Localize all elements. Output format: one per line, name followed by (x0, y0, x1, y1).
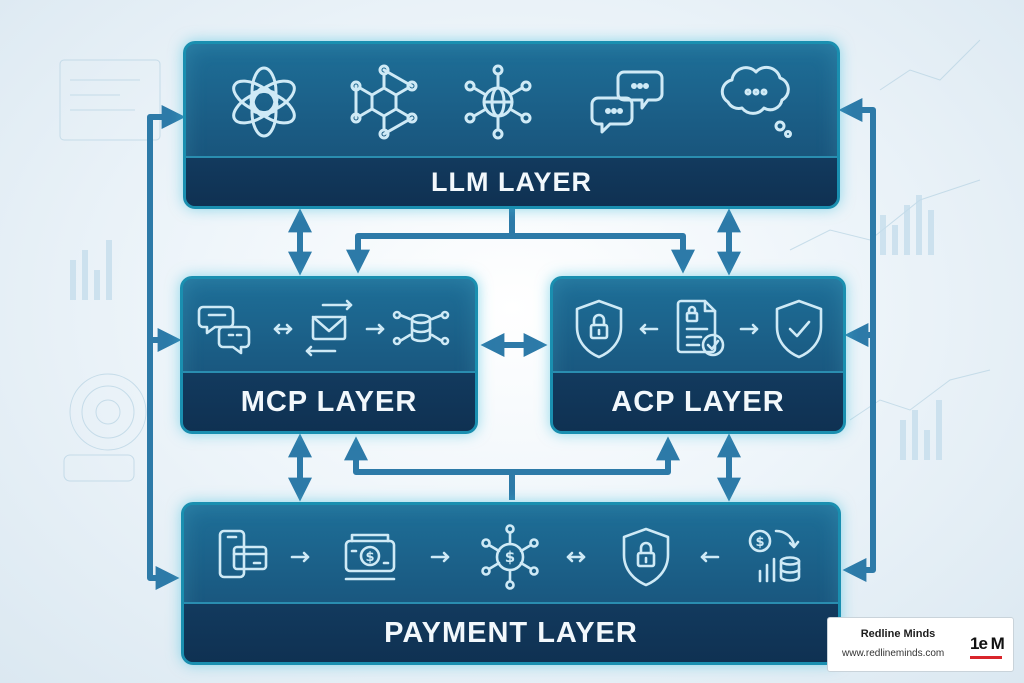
right-loop-connector (838, 98, 876, 582)
acp-layer-label: ACP LAYER (553, 371, 843, 431)
arrow-right-icon (430, 551, 450, 563)
cash-register-icon: $ (344, 533, 396, 581)
coin-network-icon: $ (481, 524, 539, 590)
arrow-left-icon (639, 323, 659, 335)
acp-icons (553, 279, 843, 377)
thought-bubble-icon (720, 65, 792, 138)
chat-bubbles-icon (590, 70, 664, 134)
database-nodes-icon (392, 310, 450, 346)
double-arrow-icon (273, 323, 293, 335)
watermark-logo-bar (970, 656, 1002, 659)
arrow-left-icon (700, 551, 720, 563)
mcp-icons (183, 279, 475, 377)
shield-lock-icon (622, 527, 670, 587)
llm-layer-label: LLM LAYER (186, 156, 837, 206)
coins-chart-icon: $ (748, 529, 801, 583)
envelope-exchange-icon (305, 299, 353, 357)
mcp-layer-label: MCP LAYER (183, 371, 475, 431)
chat-icon (197, 305, 251, 355)
openai-knot-icon (232, 66, 296, 138)
watermark-url: www.redlineminds.com (842, 648, 945, 659)
acp-layer-box: ACP LAYER (550, 276, 846, 434)
payment-icons: $ $ (184, 505, 838, 608)
watermark-logo: 1e M (970, 634, 1005, 653)
network-hexagon-icon (350, 64, 418, 140)
arrow-right-icon (290, 551, 310, 563)
shield-lock-icon (575, 299, 623, 359)
mcp-layer-box: MCP LAYER (180, 276, 478, 434)
arrow-right-icon (365, 323, 385, 335)
watermark-badge: Redline Minds www.redlineminds.com 1e M (827, 617, 1014, 672)
phone-card-icon (218, 529, 268, 579)
globe-network-icon (464, 64, 532, 140)
svg-text:$: $ (755, 535, 764, 550)
double-arrow-icon (566, 551, 586, 563)
shield-check-icon (775, 299, 823, 359)
payment-branch-connector (353, 445, 671, 500)
llm-layer-box: LLM LAYER (183, 41, 840, 209)
payment-layer-label: PAYMENT LAYER (184, 602, 838, 662)
svg-text:$: $ (365, 550, 374, 565)
llm-icons (186, 44, 837, 159)
left-loop-connector (147, 105, 186, 590)
watermark-name: Redline Minds (860, 628, 936, 640)
arrow-right-icon (739, 323, 759, 335)
document-check-icon (676, 299, 725, 357)
llm-branch-connector (355, 209, 683, 264)
svg-text:$: $ (505, 548, 515, 566)
payment-layer-box: $ $ (181, 502, 841, 665)
